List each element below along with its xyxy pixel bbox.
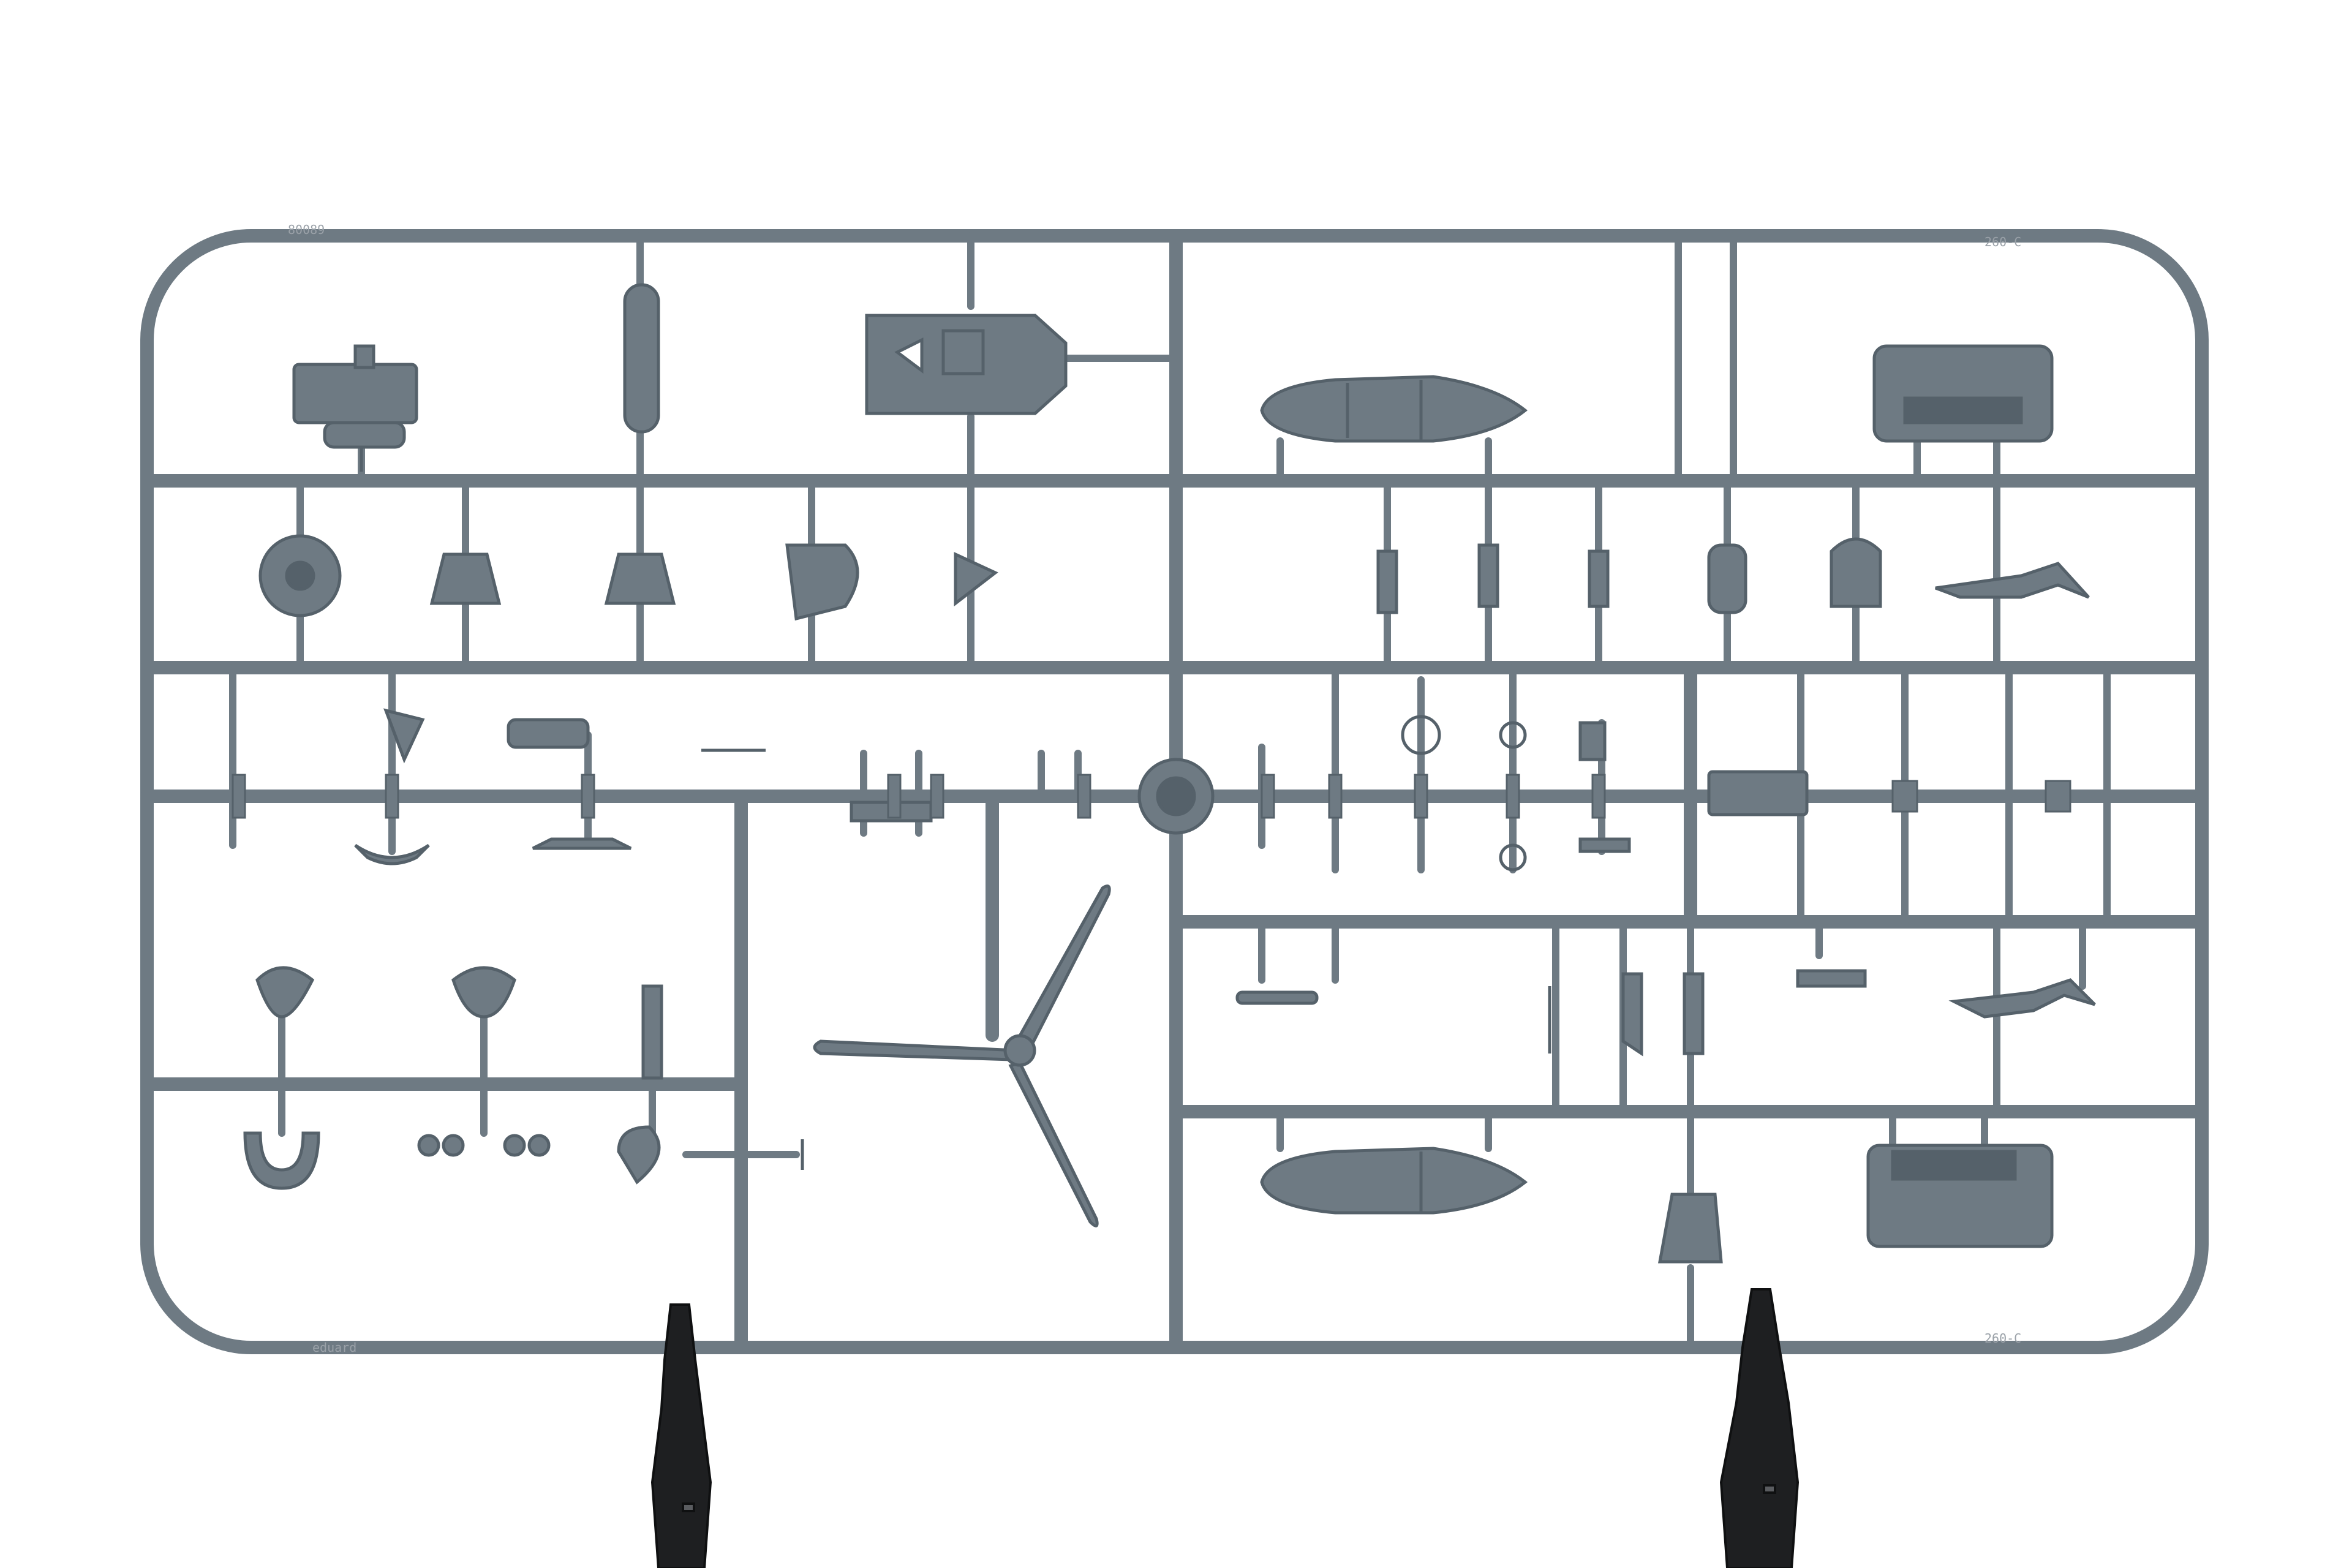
part-hub-disc [1137, 758, 1215, 835]
part-seat-back [292, 344, 418, 472]
part-propeller [813, 884, 1111, 1227]
part-instrument-panel [865, 314, 1068, 415]
stand-clip-right [1719, 1288, 1800, 1568]
part-headrest [785, 543, 859, 621]
part-gunsight [954, 552, 998, 607]
part-wheel-hub [258, 534, 342, 617]
part-mount-bracket-lower [1948, 978, 2096, 1019]
part-drop-tank-lower [1260, 1147, 1528, 1215]
part-rudder-pedal-left [429, 552, 502, 605]
part-oil-cooler-flap [1707, 537, 1882, 614]
frame-label-bottom: eduard [312, 1340, 356, 1355]
frame-label-right: 260-C [1985, 235, 2021, 249]
gate-tabs [232, 774, 2071, 819]
part-strut-small [1376, 543, 1610, 614]
part-drop-tank-upper [1260, 375, 1528, 443]
frame-label-bottom-right: 260-C [1985, 1331, 2021, 1346]
stand-clip-left [650, 1303, 712, 1568]
part-engine-block-lower [1866, 1144, 2054, 1248]
part-bracket-lower-row [1235, 969, 1867, 1057]
part-ring-yoke [243, 966, 516, 1190]
part-control-stick [623, 283, 660, 434]
sprue-parts [232, 283, 2096, 1264]
part-landing-gear-strut [417, 984, 804, 1185]
part-small-row3 [354, 708, 1809, 872]
frame-label-left: 80089 [288, 222, 325, 237]
part-rudder-pedal-right [604, 552, 676, 605]
part-seat-pan [1658, 1193, 1723, 1264]
part-engine-block-upper [1872, 344, 2054, 443]
part-mount-bracket-upper [1935, 562, 2090, 599]
stand [650, 1288, 1800, 1568]
